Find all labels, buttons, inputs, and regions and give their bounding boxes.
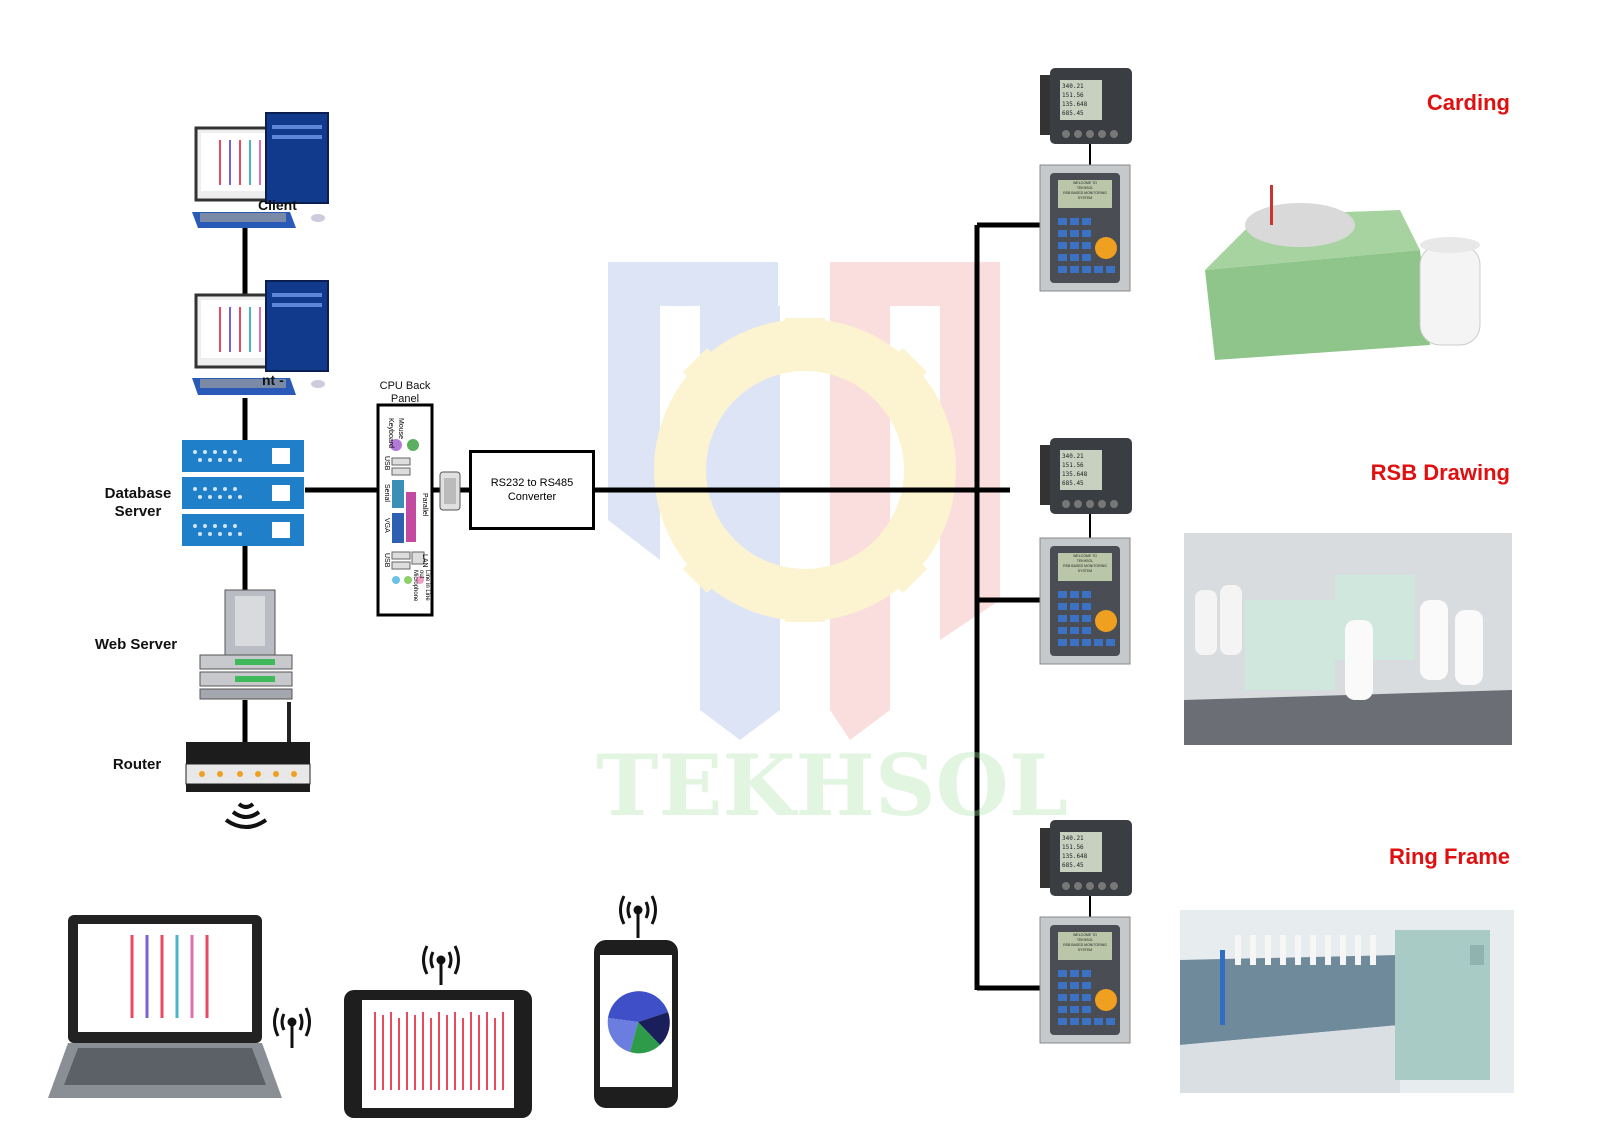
rsb-drawing-title: RSB Drawing (1370, 460, 1510, 485)
client-label-1: Client (258, 197, 297, 213)
meter-value: 151.56 (1062, 462, 1084, 469)
meter-2-readout: 340.21 151.56 135.648 685.45 (1062, 452, 1102, 488)
controller-line: WELCOME TO (1073, 933, 1097, 937)
cpu-back-panel (376, 403, 434, 617)
port-label-usb-1: USB (383, 456, 390, 471)
meter-value: 151.56 (1062, 92, 1084, 99)
controller-1-display: WELCOME TO TEKHSOL RSB BASED MONITORING … (1059, 181, 1111, 201)
port-label-lan: LAN (421, 554, 428, 568)
meter-value: 340.21 (1062, 835, 1084, 842)
signal-icon-tablet (422, 945, 460, 985)
serial-connector (439, 471, 461, 511)
rsb-drawing-image (1184, 533, 1512, 745)
controller-line: TEKHSOL (1076, 938, 1094, 942)
controller-3 (1039, 916, 1131, 1044)
meter-value: 340.21 (1062, 453, 1084, 460)
client-pc-1 (192, 112, 329, 228)
controller-line: WELCOME TO (1073, 181, 1097, 185)
controller-line: SYSTEM (1077, 948, 1093, 952)
signal-icon-phone (619, 895, 657, 938)
web-server-label: Web Server (94, 636, 178, 653)
controller-line: RSB BASED MONITORING (1063, 564, 1107, 568)
client-pc-2 (192, 280, 329, 395)
meter-value: 151.56 (1062, 844, 1084, 851)
controller-2-display: WELCOME TO TEKHSOL RSB BASED MONITORING … (1059, 554, 1111, 574)
controller-line: RSB BASED MONITORING (1063, 943, 1107, 947)
port-label-mouse: Mouse (397, 418, 404, 440)
cpu-back-panel-label: CPU Back Panel (379, 380, 431, 405)
port-label-serial: Serial (383, 484, 390, 502)
meter-value: 685.45 (1062, 110, 1084, 117)
router-label: Router (112, 756, 162, 773)
port-label-vga: VGA (383, 518, 390, 533)
converter-label: RS232 to RS485 Converter (490, 477, 574, 503)
carding-machine-image (1180, 165, 1512, 385)
database-server-label: Database Server (104, 485, 172, 520)
meter-3-readout: 340.21 151.56 135.648 685.45 (1062, 834, 1102, 870)
meter-value: 135.648 (1062, 101, 1088, 108)
port-label-usb-2: USB (383, 553, 390, 568)
meter-1-readout: 340.21 151.56 135.648 685.45 (1062, 82, 1102, 118)
port-label-audio: Line in Line out Microphone (412, 570, 430, 602)
client-label-2: nt - (262, 372, 284, 388)
controller-1 (1039, 164, 1131, 292)
controller-line: TEKHSOL (1076, 186, 1094, 190)
watermark-logo (608, 262, 1000, 740)
power-meter-2 (1040, 438, 1132, 514)
rs232-rs485-converter: RS232 to RS485 Converter (469, 450, 595, 530)
connection-lines (242, 222, 1040, 991)
meter-value: 685.45 (1062, 862, 1084, 869)
controller-2 (1039, 537, 1131, 665)
watermark-text: TEKHSOL (596, 736, 1068, 835)
port-label-keyboard: Keyboard (387, 418, 394, 448)
meter-value: 135.648 (1062, 853, 1088, 860)
power-meter-1 (1040, 68, 1132, 144)
ring-frame-title: Ring Frame (1388, 844, 1510, 869)
web-server (199, 589, 293, 700)
power-meter-3 (1040, 820, 1132, 896)
ring-frame-image (1180, 910, 1514, 1093)
controller-line: WELCOME TO (1073, 554, 1097, 558)
laptop (48, 915, 282, 1098)
controller-line: SYSTEM (1077, 196, 1093, 200)
signal-icon-laptop (273, 1007, 311, 1048)
controller-line: RSB BASED MONITORING (1063, 191, 1107, 195)
carding-title: Carding (1426, 90, 1510, 115)
meter-value: 135.648 (1062, 471, 1088, 478)
port-label-parallel: Parallel (421, 493, 428, 517)
wifi-icon (224, 802, 268, 829)
tablet (344, 990, 532, 1118)
database-server (182, 440, 304, 546)
router (185, 702, 311, 792)
controller-3-display: WELCOME TO TEKHSOL RSB BASED MONITORING … (1059, 933, 1111, 953)
smartphone (594, 940, 678, 1108)
controller-line: SYSTEM (1077, 569, 1093, 573)
meter-value: 340.21 (1062, 83, 1084, 90)
controller-line: TEKHSOL (1076, 559, 1094, 563)
meter-value: 685.45 (1062, 480, 1084, 487)
